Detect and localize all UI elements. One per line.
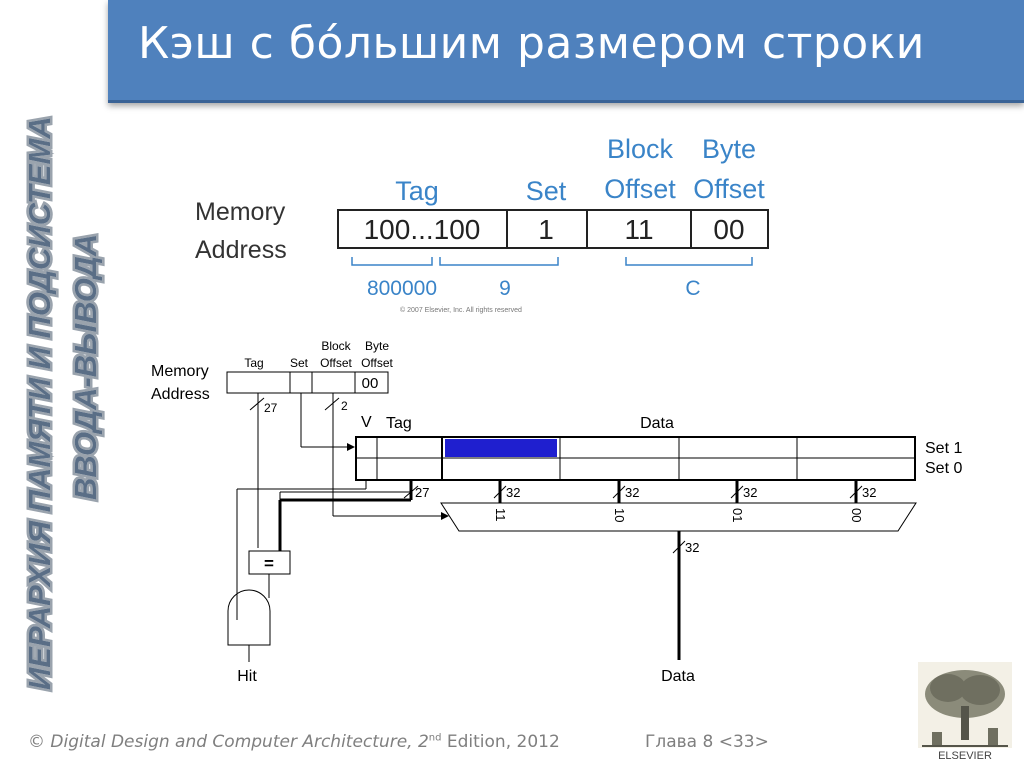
lbl-byte-1: Byte xyxy=(365,339,389,353)
section-side-label: ИЕРАРХИЯ ПАМЯТИ И ПОДСИСТЕМА ИЕРАРХИЯ ПА… xyxy=(20,114,106,693)
title-bar: Кэш с бóльшим размером строки xyxy=(108,0,1024,103)
brackets xyxy=(351,257,753,266)
width-32-out: 32 xyxy=(685,540,699,555)
footer-sup: nd xyxy=(428,732,442,744)
data-output-label: Data xyxy=(661,668,695,685)
width-32-2: 32 xyxy=(625,485,639,500)
address-box xyxy=(337,209,769,249)
hex-set: 9 xyxy=(499,277,511,300)
side-label-line2: ВВОДА-ВЫВОДА xyxy=(68,234,103,500)
side-label-line2-fg: ВВОДА-ВЫВОДА xyxy=(68,234,103,500)
lbl-set: Set xyxy=(290,356,309,370)
width-27b: 27 xyxy=(415,485,429,500)
memory-label-1: Memory xyxy=(195,198,286,226)
set0-label: Set 0 xyxy=(925,460,962,477)
footer-copyright: © Digital Design and Computer Architectu… xyxy=(28,732,560,752)
mem-label-1: Memory xyxy=(151,363,209,380)
width-32-1: 32 xyxy=(506,485,520,500)
elsevier-logo: ELSEVIER xyxy=(918,662,1012,762)
val-set: 1 xyxy=(538,214,554,245)
figure-copyright: © 2007 Elsevier, Inc. All rights reserve… xyxy=(400,306,522,314)
mux-input-01: 01 xyxy=(730,508,745,522)
side-label-line1: ИЕРАРХИЯ ПАМЯТИ И ПОДСИСТЕМА xyxy=(22,116,57,690)
slide-title: Кэш с бóльшим размером строки xyxy=(138,18,925,69)
address-breakdown-figure: Memory Address Tag Set Block Offset Byte… xyxy=(195,134,769,314)
side-label-line1-fg: ИЕРАРХИЯ ПАМЯТИ И ПОДСИСТЕМА xyxy=(22,116,57,690)
comparator-symbol: = xyxy=(264,554,274,573)
col-block-label-1: Block xyxy=(607,134,674,164)
lbl-block-2: Offset xyxy=(320,356,352,370)
width-27a: 27 xyxy=(264,401,278,415)
mux-input-10: 10 xyxy=(612,508,627,522)
set1-label: Set 1 xyxy=(925,440,962,457)
mux-input-00: 00 xyxy=(849,508,864,522)
byte-value: 00 xyxy=(362,375,379,392)
footer-edition: Edition, 2012 xyxy=(441,732,560,752)
col-set-label: Set xyxy=(526,176,567,206)
address-register xyxy=(226,371,389,394)
mux-input-11: 11 xyxy=(493,508,508,522)
val-tag: 100...100 xyxy=(364,214,481,245)
width-2: 2 xyxy=(341,399,348,413)
col-byte-label-1: Byte xyxy=(702,134,756,164)
width-32-3: 32 xyxy=(743,485,757,500)
col-byte-label-2: Offset xyxy=(693,174,765,204)
and-gate xyxy=(227,626,271,646)
col-tag: Tag xyxy=(386,415,412,432)
width-32-4: 32 xyxy=(862,485,876,500)
hex-tag: 800000 xyxy=(367,277,437,300)
mem-label-2: Address xyxy=(151,386,210,403)
lbl-block-1: Block xyxy=(321,339,351,353)
footer-page-number: Глава 8 <33> xyxy=(645,732,769,752)
lbl-byte-2: Offset xyxy=(361,356,393,370)
memory-label-2: Address xyxy=(195,236,287,264)
lbl-tag: Tag xyxy=(244,356,263,370)
val-byte: 00 xyxy=(713,214,744,245)
hex-offset: C xyxy=(685,277,700,300)
val-block: 11 xyxy=(624,214,653,245)
col-v: V xyxy=(361,414,372,431)
col-tag-label: Tag xyxy=(395,176,439,206)
cache-diagram: Memory Address Tag Set Block Offset Byte… xyxy=(151,339,962,685)
hit-output-label: Hit xyxy=(237,668,257,685)
highlighted-block xyxy=(445,439,557,457)
col-data: Data xyxy=(640,415,674,432)
elsevier-wordmark: ELSEVIER xyxy=(938,750,992,762)
multiplexer xyxy=(440,502,917,532)
col-block-label-2: Offset xyxy=(604,174,676,204)
footer-copyright-text: © Digital Design and Computer Architectu… xyxy=(28,732,429,752)
